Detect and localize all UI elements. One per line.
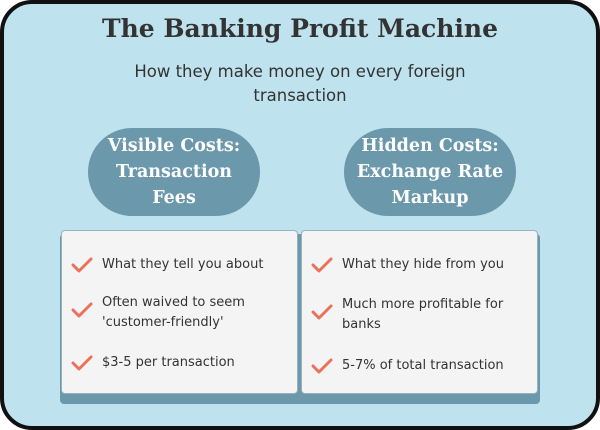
check-icon [71, 257, 93, 273]
diagram-subtitle: How they make money on every foreign tra… [134, 62, 466, 105]
visible-costs-heading-text: Visible Costs: Transaction Fees [107, 136, 241, 208]
list-item-text: What they tell you about [102, 257, 264, 272]
hidden-costs-heading: Hidden Costs: Exchange Rate Markup [344, 128, 516, 216]
check-icon [71, 355, 93, 371]
list-item-text: Often waived to seem 'customer-friendly' [102, 295, 245, 330]
check-icon [311, 358, 333, 374]
check-icon [311, 257, 333, 273]
hidden-costs-card: What they hide from you Much more profit… [301, 230, 538, 394]
visible-costs-card: What they tell you about Often waived to… [61, 230, 298, 394]
list-item-text: Much more profitable for banks [342, 297, 504, 332]
check-icon [311, 304, 333, 320]
list-item-text: $3-5 per transaction [102, 355, 235, 370]
check-icon [71, 302, 93, 318]
visible-costs-heading: Visible Costs: Transaction Fees [88, 128, 260, 216]
hidden-costs-heading-text: Hidden Costs: Exchange Rate Markup [356, 136, 504, 208]
list-item-text: What they hide from you [342, 257, 504, 272]
list-item-text: 5-7% of total transaction [342, 358, 504, 373]
diagram-title: The Banking Profit Machine [102, 14, 498, 43]
